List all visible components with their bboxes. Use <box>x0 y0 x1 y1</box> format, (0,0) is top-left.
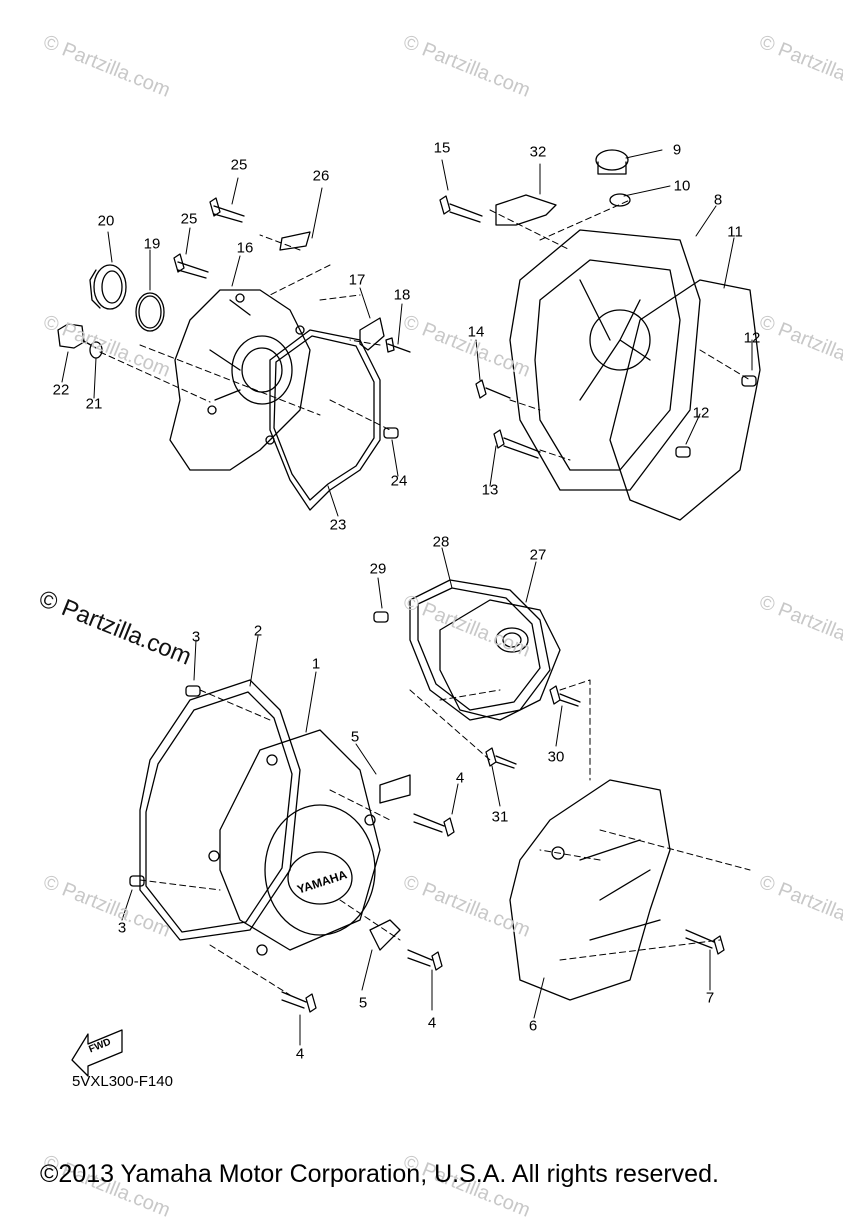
leader-lines <box>99 199 751 996</box>
part-13-bolt <box>493 429 541 459</box>
callout-4b: 4 <box>427 1014 437 1032</box>
part-22-drain-bolt <box>57 323 97 349</box>
part-11-gasket <box>609 279 761 521</box>
part-23-gasket <box>269 329 381 511</box>
part-19-o-ring <box>135 292 165 332</box>
callout-12a: 12 <box>743 329 761 347</box>
callout-2: 2 <box>253 622 263 640</box>
callout-32: 32 <box>529 143 547 161</box>
callout-5b: 5 <box>358 994 368 1012</box>
callout-9: 9 <box>672 141 682 159</box>
callout-3a: 3 <box>191 628 201 646</box>
part-26-clip <box>279 231 311 251</box>
callout-27: 27 <box>529 546 547 564</box>
callout-31: 31 <box>491 808 509 826</box>
part-14-bolt <box>475 379 511 399</box>
part-2-gasket <box>139 679 301 941</box>
callout-16: 16 <box>236 239 254 257</box>
callout-29: 29 <box>369 560 387 578</box>
callout-24: 24 <box>390 472 408 490</box>
callout-18: 18 <box>393 286 411 304</box>
part-30-bolt <box>549 685 581 707</box>
callout-leaders <box>61 149 753 1046</box>
callout-4c: 4 <box>295 1045 305 1063</box>
callout-11: 11 <box>727 223 743 241</box>
callout-7: 7 <box>705 989 715 1007</box>
part-28-gasket <box>409 579 551 721</box>
callout-22: 22 <box>52 381 70 399</box>
part-18-screw <box>385 337 411 353</box>
part-4-bolts <box>281 813 455 1013</box>
callout-4a: 4 <box>455 769 465 787</box>
callout-26: 26 <box>312 167 330 185</box>
callout-12b: 12 <box>692 404 710 422</box>
callout-21: 21 <box>85 395 103 413</box>
callout-28: 28 <box>432 533 450 551</box>
callout-13: 13 <box>481 481 499 499</box>
part-25-bolts <box>173 197 245 279</box>
copyright-notice: ©2013 Yamaha Motor Corporation, U.S.A. A… <box>40 1160 719 1188</box>
part-1-crankcase-cover <box>208 729 381 956</box>
callout-6: 6 <box>528 1017 538 1035</box>
part-24-dowel <box>383 427 399 439</box>
part-12-dowels <box>675 375 757 458</box>
callout-17: 17 <box>348 271 366 289</box>
part-10-o-ring <box>609 193 631 207</box>
callout-25a: 25 <box>230 156 248 174</box>
part-31-bolt <box>485 747 517 769</box>
callout-3b: 3 <box>117 919 127 937</box>
callout-1: 1 <box>311 655 321 673</box>
part-32-bracket <box>495 194 557 226</box>
callout-5a: 5 <box>350 728 360 746</box>
fwd-arrow-icon <box>71 1029 123 1077</box>
part-29-dowel <box>373 611 389 623</box>
callout-10: 10 <box>673 177 691 195</box>
part-27-cover <box>439 599 561 721</box>
part-6-cover <box>509 779 671 1001</box>
part-15-bolt <box>439 195 483 223</box>
callout-30: 30 <box>547 748 565 766</box>
part-16-cover <box>169 289 311 471</box>
part-8-clutch-cover <box>509 229 701 491</box>
callout-25b: 25 <box>180 210 198 228</box>
callout-19: 19 <box>143 235 161 253</box>
callout-14: 14 <box>467 323 485 341</box>
callout-20: 20 <box>97 212 115 230</box>
diagram-reference-code: 5VXL300-F140 <box>72 1073 173 1090</box>
part-20-filler-plug <box>89 264 127 310</box>
part-5-brackets <box>369 774 411 951</box>
callout-8: 8 <box>713 191 723 209</box>
callout-15: 15 <box>433 139 451 157</box>
callout-23: 23 <box>329 516 347 534</box>
part-9-plug <box>595 149 629 175</box>
